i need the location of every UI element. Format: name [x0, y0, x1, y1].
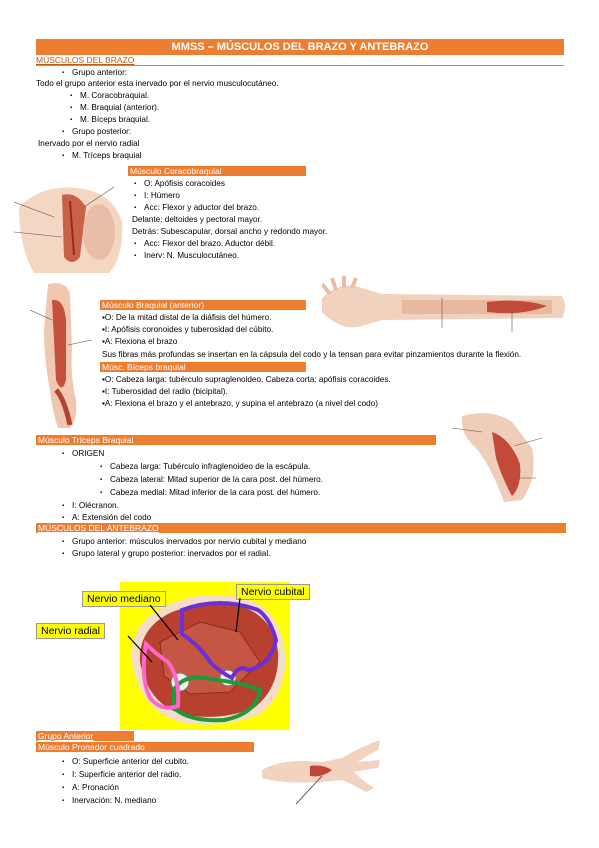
biceps-accion: ▪A: Flexiona el brazo y el antebrazo, y … — [102, 399, 378, 408]
triceps-anatomy-image — [452, 413, 542, 502]
antebrazo-grupo-posterior: Grupo lateral y grupo posterior: inervad… — [62, 548, 270, 560]
braquial-insercion: ▪I: Apófisis coronoides y tuberosidad de… — [102, 325, 274, 334]
coraco-accion-2: Acc: Flexor del brazo. Aductor débil. — [134, 238, 275, 250]
heading-pronador-cuadrado: Músculo Pronador cuadrado — [36, 742, 254, 752]
arm-anatomy-image — [30, 283, 92, 428]
braquial-fibras: Sus fibras más profundas se insertan en … — [102, 350, 522, 359]
label-nervio-cubital: Nervio cubital — [236, 584, 310, 600]
grupo-anterior: Grupo anterior: — [62, 67, 127, 79]
forearm-cross-section-diagram — [120, 582, 290, 730]
coraco-accion: Acc: Flexor y aductor del brazo. — [134, 202, 259, 214]
inervado-anterior: Todo el grupo anterior esta inervado por… — [36, 79, 279, 88]
pronador-insercion: I: Superficie anterior del radio. — [62, 769, 181, 781]
braquial-origen: ▪O: De la mitad distal de la diáfisis de… — [102, 313, 272, 322]
forearm-anatomy-image — [322, 276, 565, 332]
heading-triceps: Músculo Tríceps Braquial — [36, 435, 436, 445]
shoulder-anatomy-image — [14, 186, 123, 273]
biceps-origen: ▪O: Cabeza larga: tubérculo supraglenoid… — [102, 375, 391, 384]
triceps-accion: A: Extensión del codo — [62, 512, 151, 524]
triceps-cabeza-medial: Cabeza medial: Mitad inferior de la cara… — [100, 487, 320, 499]
triceps-cabeza-larga: Cabeza larga: Tubérculo infraglenoideo d… — [100, 461, 310, 473]
heading-coracobraquial: Músculo Coracobraquial — [128, 166, 306, 176]
biceps-insercion: ▪I: Tuberosidad del radio (bicipital). — [102, 387, 228, 396]
pronador-inervacion: Inervación: N. mediano — [62, 795, 156, 807]
m-coracobraquial: M. Coracobraquial. — [70, 90, 149, 102]
braquial-accion: ▪A: Flexiona el brazo — [102, 337, 178, 346]
pronador-origen: O: Superficie anterior del cubito. — [62, 756, 189, 768]
page-title: MMSS – MÚSCULOS DEL BRAZO Y ANTEBRAZO — [36, 39, 564, 55]
pronador-accion: A: Pronación — [62, 782, 119, 794]
inervado-posterior: Inervado por el nervio radial — [38, 139, 140, 148]
pronator-quadratus-image — [262, 740, 380, 805]
antebrazo-grupo-anterior: Grupo anterior: músculos inervados por n… — [62, 536, 306, 548]
m-braquial: M. Braquial (anterior). — [70, 102, 159, 114]
section-heading-antebrazo: MÚSCULOS DEL ANTEBRAZO — [36, 523, 566, 533]
heading-grupo-anterior: Grupo Anterior — [36, 731, 134, 741]
m-biceps: M. Bíceps braquial. — [70, 114, 150, 126]
heading-biceps: Músc. Bíceps braquial — [100, 362, 306, 372]
label-nervio-mediano: Nervio mediano — [82, 591, 166, 607]
coraco-detras: Detrás: Subescapular, dorsal ancho y red… — [132, 227, 328, 236]
label-nervio-radial: Nervio radial — [36, 623, 105, 639]
triceps-insercion: I: Olécranon. — [62, 500, 119, 512]
grupo-posterior: Grupo posterior: — [62, 126, 131, 138]
triceps-origen: ORIGEN — [62, 448, 104, 460]
triceps-cabeza-lateral: Cabeza lateral: Mitad superior de la car… — [100, 474, 323, 486]
heading-braquial: Músculo Braquial (anterior) — [100, 300, 306, 310]
section-heading-brazo: MÚSCULOS DEL BRAZO — [36, 55, 564, 66]
coraco-inervacion: Inerv: N. Musculocutáneo. — [134, 250, 239, 262]
m-triceps: M. Tríceps braquial — [62, 150, 142, 162]
coraco-origen: O: Apófisis coracoides — [134, 178, 225, 190]
coraco-insercion: I: Húmero — [134, 190, 180, 202]
coraco-delante: Delante: deltoides y pectoral mayor. — [132, 215, 263, 224]
